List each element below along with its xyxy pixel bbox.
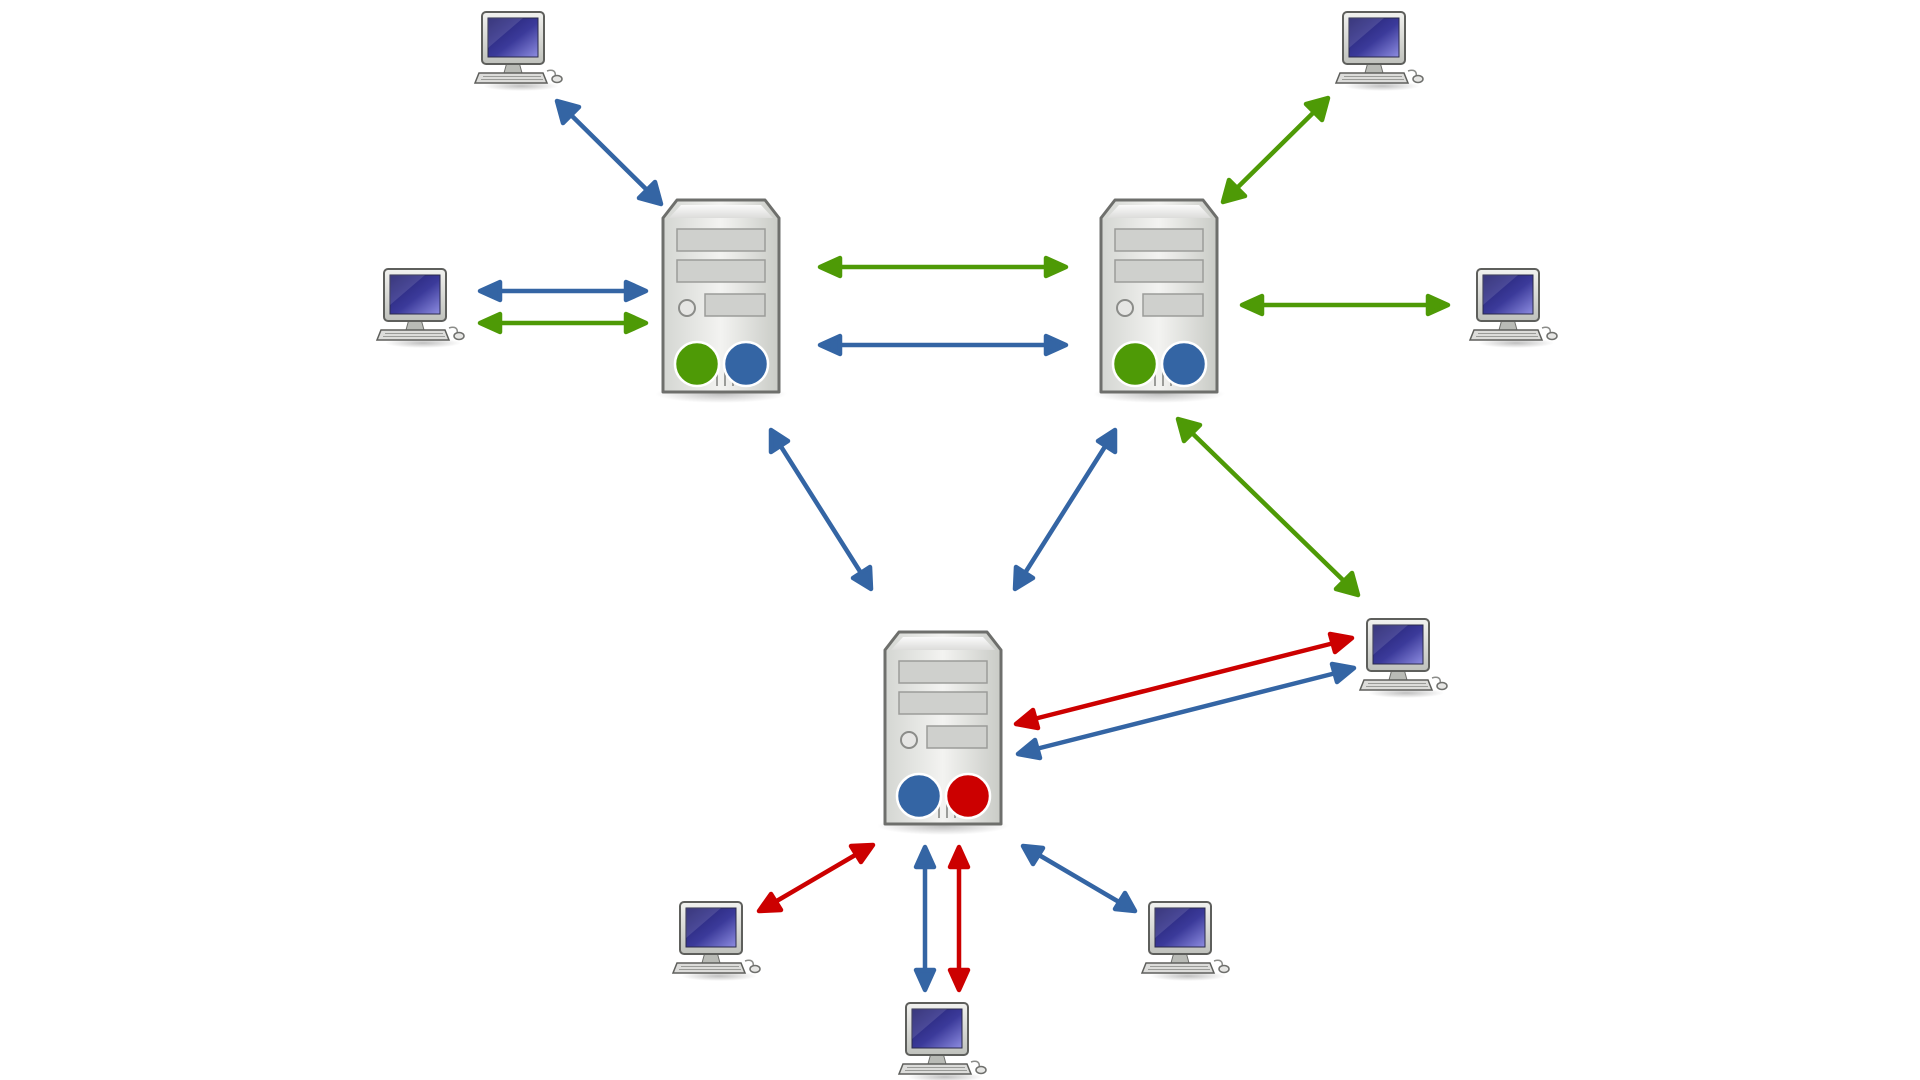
link-red-server-bottom-client-bottom-left bbox=[756, 842, 876, 914]
link-blue-server-bottom-client-bottom-center bbox=[913, 844, 937, 993]
link-green-server-top-right-client-right bbox=[1239, 293, 1451, 317]
service-green-indicator bbox=[1111, 340, 1159, 388]
server-top-left[interactable] bbox=[653, 198, 789, 405]
link-red-server-bottom-client-bottom-center bbox=[947, 844, 971, 993]
link-blue-server-top-right-server-bottom bbox=[1012, 427, 1118, 592]
link-green-client-left-server-top-left bbox=[477, 311, 649, 335]
link-blue-server-top-left-server-bottom bbox=[768, 427, 874, 592]
service-blue-indicator bbox=[1160, 340, 1208, 388]
link-blue-client-top-left-server-top-left bbox=[554, 98, 664, 207]
link-green-client-top-right-server-top-right bbox=[1220, 95, 1331, 205]
server-bottom[interactable] bbox=[875, 630, 1011, 837]
link-green-server-top-right-client-mid-right bbox=[1175, 416, 1361, 598]
service-blue-indicator bbox=[722, 340, 770, 388]
service-red-indicator bbox=[944, 772, 992, 820]
service-green-indicator bbox=[673, 340, 721, 388]
link-blue-server-top-left-server-top-right bbox=[817, 333, 1069, 357]
link-blue-server-bottom-client-bottom-right bbox=[1020, 843, 1138, 914]
link-blue-client-left-server-top-left bbox=[477, 279, 649, 303]
connection-links bbox=[477, 95, 1451, 993]
server-top-right[interactable] bbox=[1091, 198, 1227, 405]
link-red-server-bottom-client-mid-right bbox=[1013, 631, 1355, 731]
service-blue-indicator bbox=[895, 772, 943, 820]
link-green-server-top-left-server-top-right bbox=[817, 255, 1069, 279]
link-blue-server-bottom-client-mid-right bbox=[1015, 661, 1357, 761]
